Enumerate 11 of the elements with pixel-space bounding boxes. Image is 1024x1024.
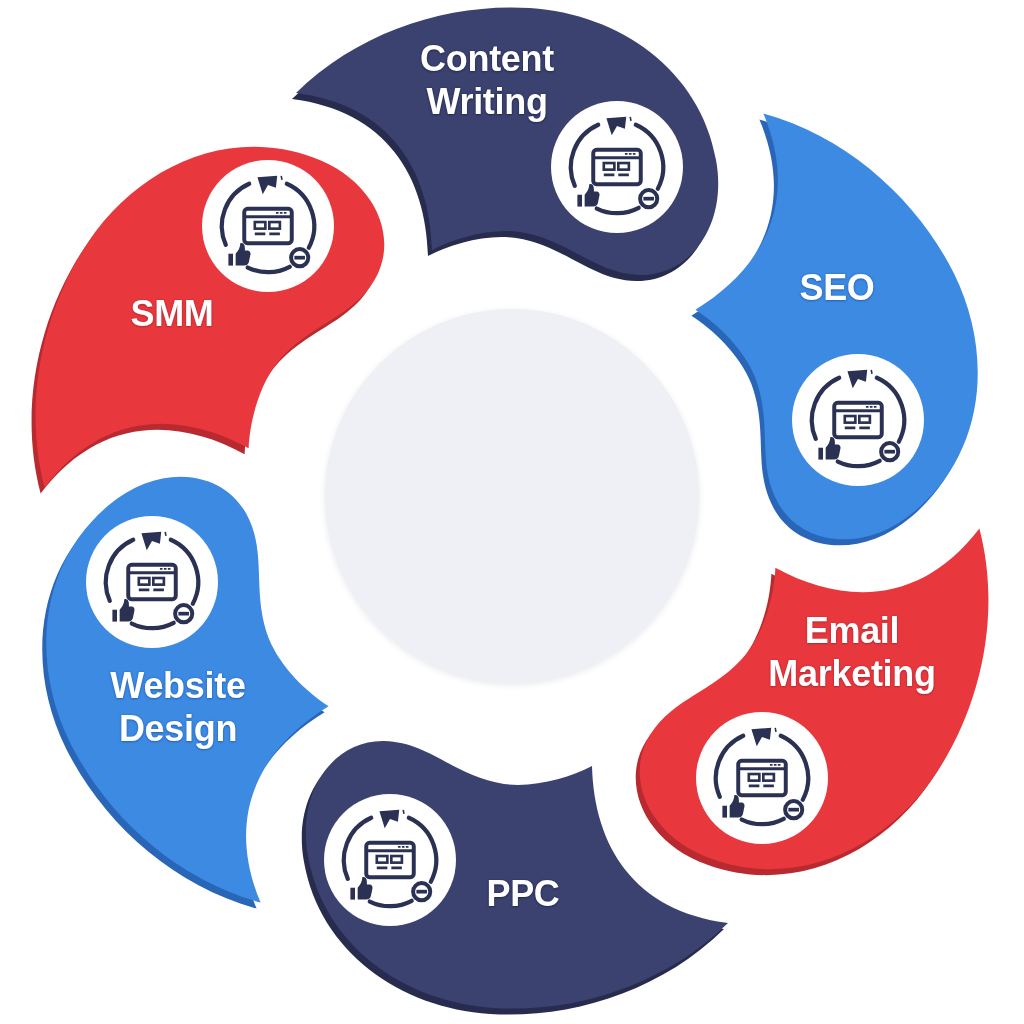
petal-label: Website Design — [110, 664, 246, 750]
petal-label: Email Marketing — [768, 609, 936, 695]
petal-shape — [301, 740, 730, 1016]
petal-shape — [31, 146, 386, 495]
petal-shape — [42, 476, 331, 910]
petal-shape — [691, 113, 980, 547]
petal-label: Content Writing — [420, 37, 554, 123]
petal-shape — [635, 528, 990, 877]
petal-label: SEO — [799, 265, 875, 309]
petal-label: SMM — [130, 291, 214, 335]
petal-label: PPC — [486, 871, 560, 915]
